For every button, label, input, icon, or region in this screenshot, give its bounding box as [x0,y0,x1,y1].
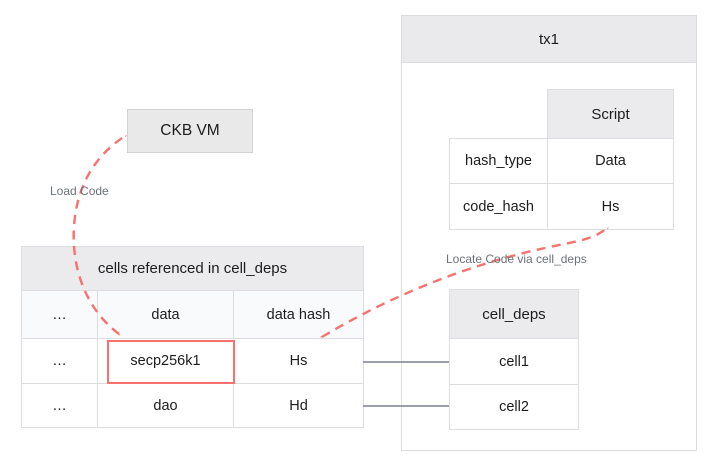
row2-ellipsis-cell: … [21,383,98,428]
code-hash-key-cell: code_hash [449,183,548,230]
script-header-cell: Script [547,89,674,139]
column-header-data-hash: data hash [233,290,364,339]
locate-code-label: Locate Code via cell_deps [446,252,587,266]
script-table-spacer [450,90,548,139]
load-code-label: Load Code [50,184,109,198]
tx1-title: tx1 [538,30,559,48]
script-table: Script hash_type Data code_hash Hs [449,89,674,230]
row1-data-hash-cell-hs: Hs [233,338,364,384]
table-row-secp256k1: … secp256k1 Hs [21,338,364,384]
ckb-vm-label: CKB VM [160,122,220,139]
secp256k1-highlight-box [107,340,235,384]
tx1-header: tx1 [402,16,696,63]
row1-ellipsis-cell: … [21,338,98,384]
column-header-ellipsis: … [21,290,98,339]
cell1-cell: cell1 [449,338,579,385]
ckb-vm-box: CKB VM [127,109,253,153]
cell2-cell: cell2 [449,384,579,430]
code-hash-value-cell: Hs [547,183,674,230]
row1-data-cell-secp256k1: secp256k1 [97,338,234,384]
cell-deps-header-cell: cell_deps [449,289,579,339]
row2-data-hash-cell-hd: Hd [233,383,364,428]
column-header-data: data [97,290,234,339]
row2-data-cell-dao: dao [97,383,234,428]
table-row-dao: … dao Hd [21,383,364,428]
hash-type-value-cell: Data [547,138,674,184]
hash-type-key-cell: hash_type [449,138,548,184]
cells-table-title: cells referenced in cell_deps [21,246,364,291]
cells-referenced-table: cells referenced in cell_deps … data dat… [21,246,364,428]
cell-deps-table: cell_deps cell1 cell2 [449,289,579,430]
